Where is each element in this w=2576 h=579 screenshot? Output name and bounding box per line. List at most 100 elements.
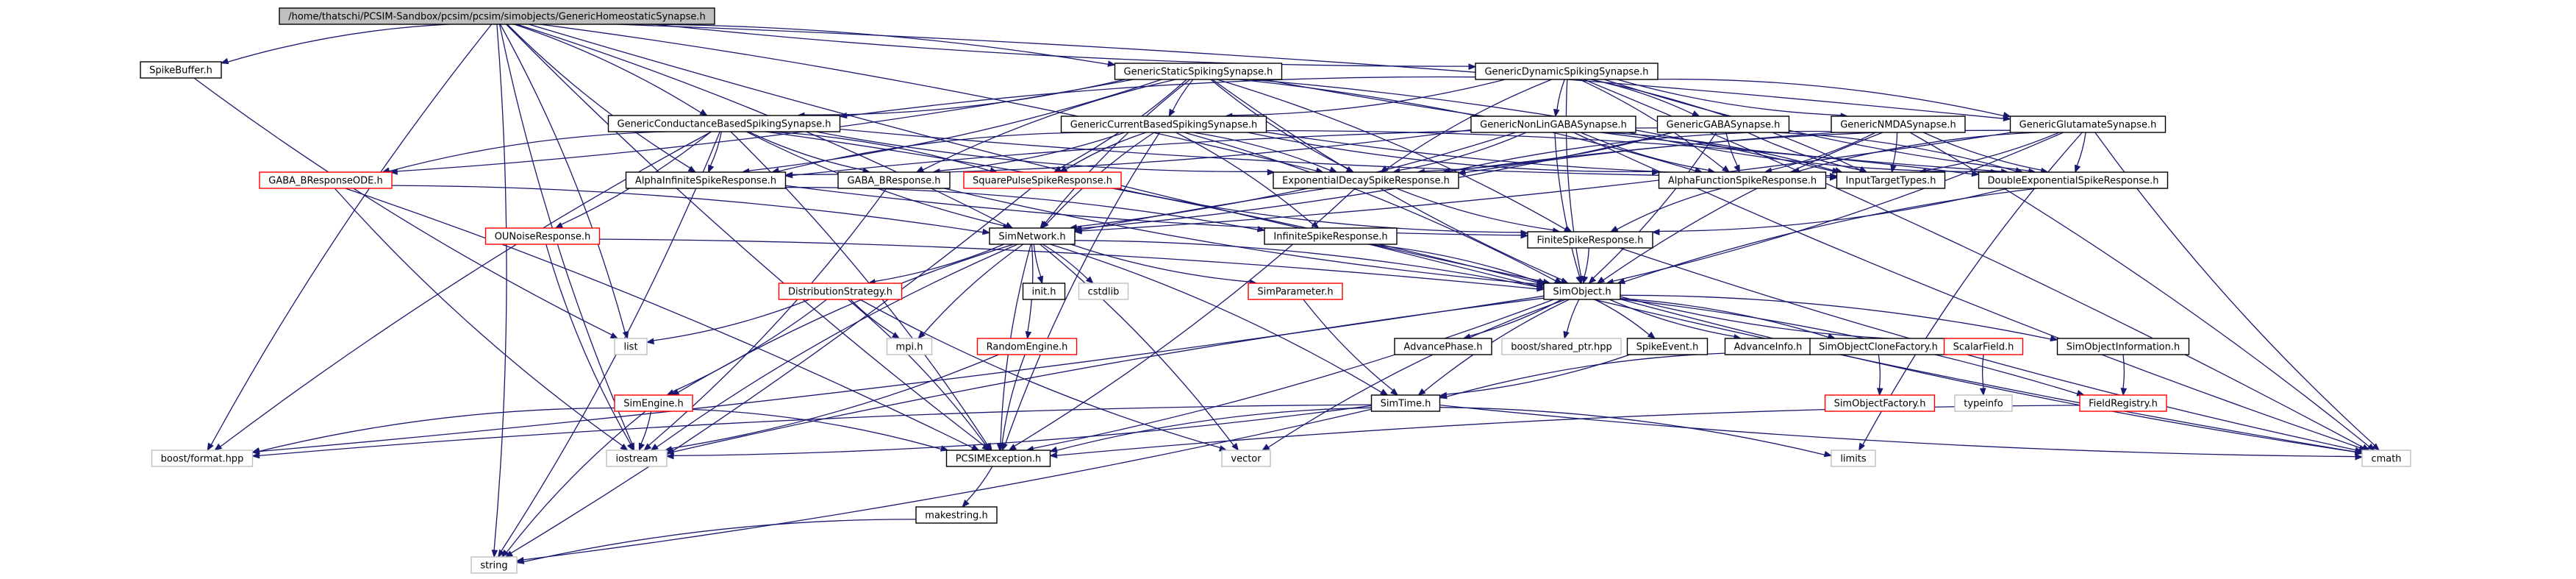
edge-line [1554,132,1581,277]
edge-line [259,407,615,452]
node-label: GenericCurrentBasedSpikingSynapse.h [1070,120,1257,131]
file-node-generic-homeostatic-synapse[interactable]: /home/thatschi/PCSIM-Sandbox/pcsim/pcsim… [279,7,715,25]
file-node-random-engine[interactable]: RandomEngine.h [976,338,1078,355]
edge-arrowhead [666,389,675,396]
file-node-sim-network[interactable]: SimNetwork.h [989,227,1076,245]
node-label: GenericGABASynapse.h [1667,120,1781,131]
node-label: mpi.h [896,342,923,353]
file-node-ou-noise-response[interactable]: OUNoiseResponse.h [484,227,601,245]
node-label: string [480,561,507,572]
file-node-spike-event[interactable]: SpikeEvent.h [1626,338,1709,355]
edge-line [1266,129,1972,175]
file-node-generic-nonlin-gaba-synapse[interactable]: GenericNonLinGABASynapse.h [1470,116,1636,133]
edge-line [670,354,999,450]
edge-arrowhead [1617,277,1625,285]
file-node-distribution-strategy[interactable]: DistributionStrategy.h [778,283,903,300]
edge-arrowhead [650,444,659,451]
file-node-sim-object-factory[interactable]: SimObjectFactory.h [1824,394,1936,412]
file-node-double-exponential-spike-response[interactable]: DoubleExponentialSpikeResponse.h [1978,171,2169,189]
include-edge-advanceinfo-to-simtime [1439,352,1725,399]
edge-line [499,24,626,333]
file-node-alpha-function-spike-response[interactable]: AlphaFunctionSpikeResponse.h [1658,171,1827,189]
file-node-exponential-decay-spike-response[interactable]: ExponentialDecaySpikeResponse.h [1273,171,1459,189]
edge-line [815,131,1268,172]
node-box [484,227,601,245]
edge-arrowhead [1457,168,1467,176]
file-node-advance-info[interactable]: AdvanceInfo.h [1724,338,1812,355]
edge-line [1172,79,1194,111]
node-label: makestring.h [925,511,987,522]
node-box [1543,283,1621,300]
edge-arrowhead [1267,168,1276,176]
edge-line [1617,188,1722,230]
file-node-field-registry[interactable]: FieldRegistry.h [2079,394,2167,412]
edge-arrowhead [501,549,509,558]
file-node-square-pulse-spike-response[interactable]: SquarePulseSpikeResponse.h [963,171,1122,189]
file-node-gaba-b-response-ode[interactable]: GABA_BResponseODE.h [259,171,393,189]
include-edge-simobject-to-spikeevent [1594,299,1656,339]
include-edge-gnmda-to-simobject [1596,132,1883,284]
file-node-generic-glutamate-synapse[interactable]: GenericGlutamateSynapse.h [2009,116,2167,133]
include-edge-gabaode-to-simnetwork [391,185,991,235]
edge-line [259,404,1372,457]
file-node-alpha-infinite-spike-response[interactable]: AlphaInfiniteSpikeResponse.h [625,171,787,189]
file-node-sim-object[interactable]: SimObject.h [1543,283,1621,300]
file-node-sim-time[interactable]: SimTime.h [1370,394,1441,412]
file-node-generic-conductance-based-spiking-synapse[interactable]: GenericConductanceBasedSpikingSynapse.h [607,115,841,132]
edge-line [1056,407,1372,451]
edge-line [748,131,864,171]
node-box [606,450,668,467]
edge-line [1594,299,1650,335]
edge-line [227,24,450,63]
include-edge-alphainf-to-finite [785,185,1529,239]
file-node-makestring[interactable]: makestring.h [915,506,998,524]
file-node-advance-phase[interactable]: AdvancePhase.h [1394,338,1492,355]
include-edge-ggaba-to-alphainf [784,127,1658,179]
file-node-sim-parameter[interactable]: SimParameter.h [1248,283,1343,300]
file-node-spike-buffer[interactable]: SpikeBuffer.h [140,61,222,79]
file-node-generic-static-spiking-synapse[interactable]: GenericStaticSpikingSynapse.h [1114,63,1283,80]
file-node-generic-dynamic-spiking-synapse[interactable]: GenericDynamicSpikingSynapse.h [1475,63,1659,80]
edge-line [193,77,612,335]
include-edge-gds-to-gcbss [839,76,1476,119]
file-node-pcsim-exception[interactable]: PCSIMException.h [945,450,1051,467]
include-edge-alphafunc-to-finite [1609,188,1722,232]
include-edge-gcurbss-to-doubleexp [1266,129,1980,177]
include-edge-randomengine-to-pcsimexc [998,354,1026,452]
node-label: boost/shared_ptr.hpp [1511,342,1612,353]
edge-arrowhead [1059,166,1068,173]
file-node-boost-format: boost/format.hpp [151,450,254,467]
file-node-sim-object-clone-factory[interactable]: SimObjectCloneFactory.h [1809,338,1947,355]
file-node-sim-engine[interactable]: SimEngine.h [614,394,693,412]
file-node-generic-current-based-spiking-synapse[interactable]: GenericCurrentBasedSpikingSynapse.h [1060,116,1267,133]
file-node-generic-nmda-synapse[interactable]: GenericNMDASynapse.h [1831,116,1966,133]
node-label: DistributionStrategy.h [788,287,892,298]
edge-line [1231,79,1506,116]
file-node-finite-spike-response[interactable]: FiniteSpikeResponse.h [1527,231,1653,249]
edge-line [1396,188,1553,231]
node-box [2361,450,2411,467]
file-node-infinite-spike-response[interactable]: InfiniteSpikeResponse.h [1264,227,1398,245]
file-node-input-target-types[interactable]: InputTargetTypes.h [1836,171,1946,189]
file-node-scalar-field[interactable]: ScalarField.h [1943,338,2024,355]
edge-arrowhead [891,332,901,339]
include-edge-simtime-to-iostream [665,405,1372,460]
edge-arrowhead [998,443,1005,452]
edge-line [1798,132,2039,172]
file-node-generic-gaba-synapse[interactable]: GenericGABASynapse.h [1656,116,1790,133]
file-node-gaba-b-response[interactable]: GABA_BResponse.h [837,171,951,189]
edge-arrowhead [1256,225,1266,232]
edge-line [1081,132,2012,232]
node-label: init.h [1032,287,1056,298]
node-box [1527,231,1653,249]
include-edge-spikebuffer-to-list [193,77,619,339]
file-node-mpi: mpi.h [886,338,933,355]
file-node-sim-object-information[interactable]: SimObjectInformation.h [2056,338,2190,355]
edge-line [501,131,720,552]
file-node-init[interactable]: init.h [1022,283,1066,300]
edge-arrowhead [645,338,654,345]
edge-line [1446,354,1631,395]
edge-arrowhead [497,549,505,558]
edge-line [692,408,942,450]
edge-arrowhead [2003,111,2011,118]
